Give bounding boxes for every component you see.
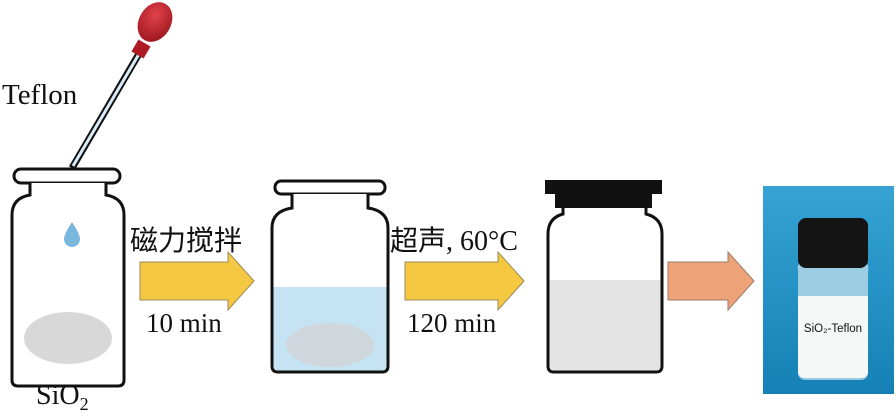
- step1-time: 10 min: [146, 308, 222, 338]
- bottle-sio2: [10, 167, 126, 388]
- arrow-icon: [667, 250, 755, 312]
- product-photo: [763, 186, 894, 394]
- sio2-label: SiO2: [36, 380, 89, 414]
- product-label: SiO₂-Teflon: [804, 323, 862, 335]
- teflon-label: Teflon: [2, 79, 78, 111]
- step2-time: 120 min: [407, 308, 497, 338]
- sio2-particles: [24, 312, 112, 364]
- bottle-sealed: [545, 180, 664, 374]
- arrow-icon: [404, 250, 525, 312]
- dropper-icon: [68, 2, 173, 170]
- step2-condition: 超声, 60°C: [390, 225, 518, 257]
- arrow-icon: [139, 250, 255, 312]
- droplet-icon: [64, 222, 80, 247]
- step1-condition: 磁力搅拌: [130, 225, 242, 257]
- bottle-mixture: [270, 179, 390, 374]
